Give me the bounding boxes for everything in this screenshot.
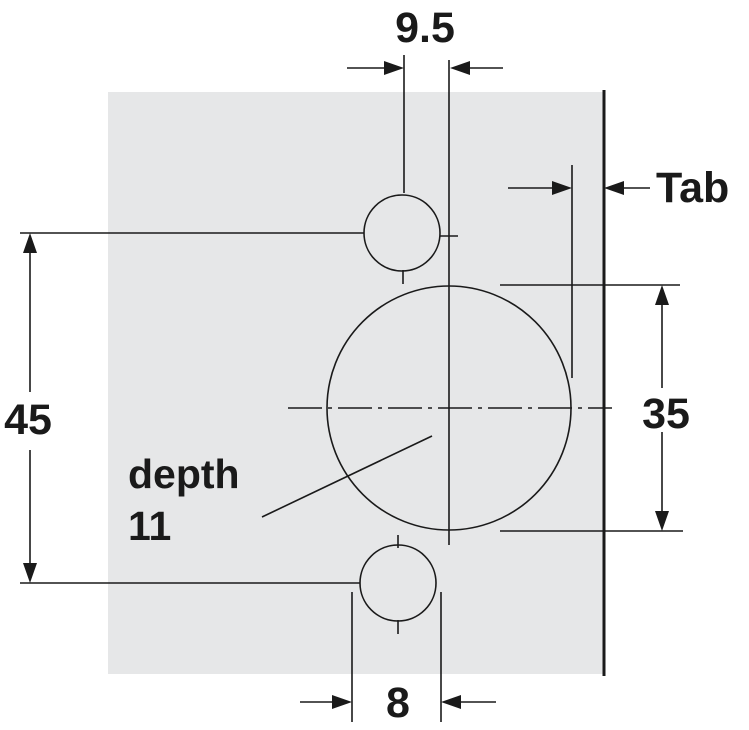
dim-9-5-left-arrowhead [384,61,404,75]
dim-tab-label: Tab [656,164,729,212]
dim-45-label: 45 [4,396,52,444]
dim-45-bottom-arrowhead [23,563,37,583]
dim-35-label: 35 [642,390,690,438]
dim-8-left-arrowhead [332,695,352,709]
door-panel [108,92,604,674]
depth-note-line2: 11 [128,503,171,549]
depth-note-line1: depth [128,451,240,497]
depth-leader-line [261,435,433,518]
dim-8-label: 8 [386,679,410,727]
dim-9-5-label: 9.5 [395,4,455,52]
dim-35-bottom-arrowhead [655,511,669,531]
dim-tab-left-arrowhead [552,181,572,195]
dim-9-5-right-arrowhead [450,61,470,75]
dim-tab-right-arrowhead [604,181,624,195]
dim-45-top-arrowhead [23,233,37,253]
dim-35-top-arrowhead [655,285,669,305]
dim-8-right-arrowhead [441,695,461,709]
